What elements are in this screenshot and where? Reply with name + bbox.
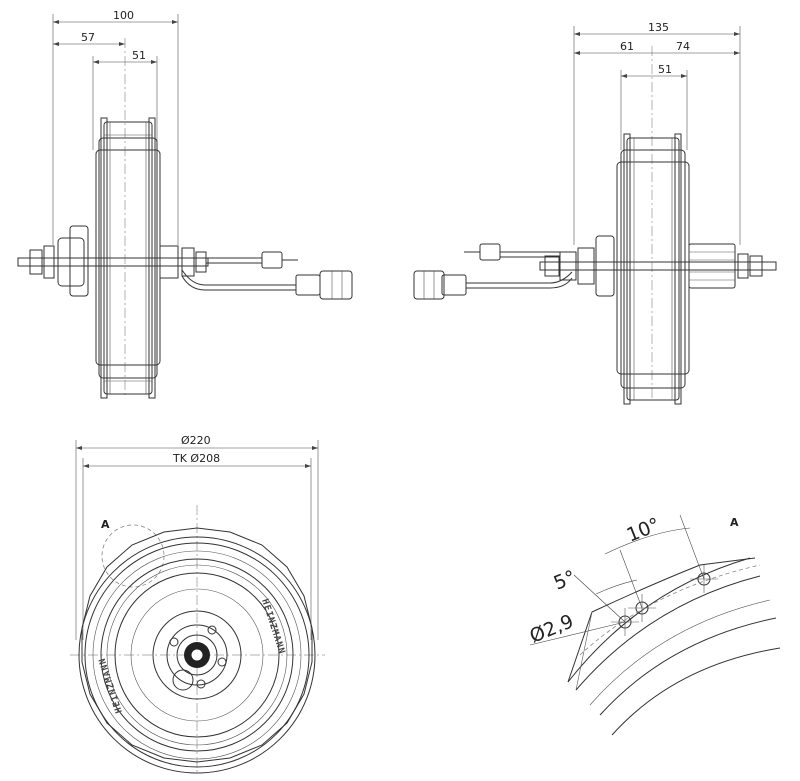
detail-a-title: A xyxy=(730,516,739,529)
front-dim-bolt-circle: TK Ø208 xyxy=(172,452,220,465)
detail-hole-diameter: Ø2,9 xyxy=(527,610,577,647)
detail-a-circle xyxy=(101,524,165,588)
front-dim-outer: Ø220 xyxy=(181,434,211,447)
right-dim-left: 61 xyxy=(620,40,634,53)
left-dim-left: 57 xyxy=(81,31,95,44)
detail-a-geometry xyxy=(567,557,781,736)
detail-a-view: A 10° 5° xyxy=(527,514,781,736)
detail-a-dimensions xyxy=(529,514,705,646)
right-cables xyxy=(413,243,573,300)
left-side-view: 100 57 51 xyxy=(17,9,353,399)
left-axle xyxy=(17,225,209,297)
right-dimensions xyxy=(573,26,741,398)
right-dim-right: 74 xyxy=(676,40,690,53)
left-dim-inner: 51 xyxy=(132,49,146,62)
detail-angle-small: 5° xyxy=(551,566,579,594)
right-side-view: 135 61 74 51 xyxy=(413,21,777,405)
right-dim-inner: 51 xyxy=(658,63,672,76)
left-cables xyxy=(181,251,353,300)
detail-a-marker: A xyxy=(101,518,110,531)
right-wheel-body xyxy=(616,133,690,405)
front-view: Ø220 TK Ø208 A HEINZMANN xyxy=(70,434,325,775)
detail-angle-large: 10° xyxy=(624,514,663,547)
right-dim-overall: 135 xyxy=(648,21,669,34)
left-dim-overall: 100 xyxy=(113,9,134,22)
right-axle xyxy=(539,235,777,297)
front-wheel-body xyxy=(78,527,316,774)
left-dimensions xyxy=(52,14,179,395)
front-dimensions xyxy=(75,440,319,640)
